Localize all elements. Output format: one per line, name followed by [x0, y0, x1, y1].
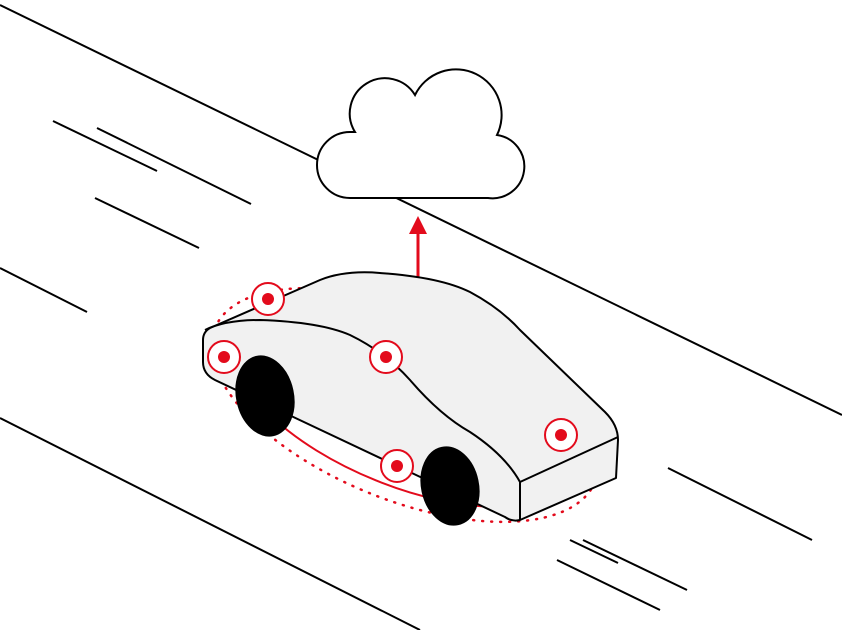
sensors: [207, 282, 578, 483]
road-edge-top: [0, 4, 842, 416]
sensor-icon: [369, 340, 403, 374]
sensor-icon: [544, 418, 578, 452]
road: [0, 4, 842, 630]
front-wheel: [420, 446, 480, 526]
car-body: [202, 271, 619, 522]
sensor-icon: [380, 449, 414, 483]
speed-lines: [0, 120, 813, 611]
sensor-icon: [207, 340, 241, 374]
rear-wheel: [235, 355, 295, 437]
cloud-icon: [316, 68, 526, 200]
sensor-icon: [251, 282, 285, 316]
road-edge-bottom: [0, 417, 421, 630]
